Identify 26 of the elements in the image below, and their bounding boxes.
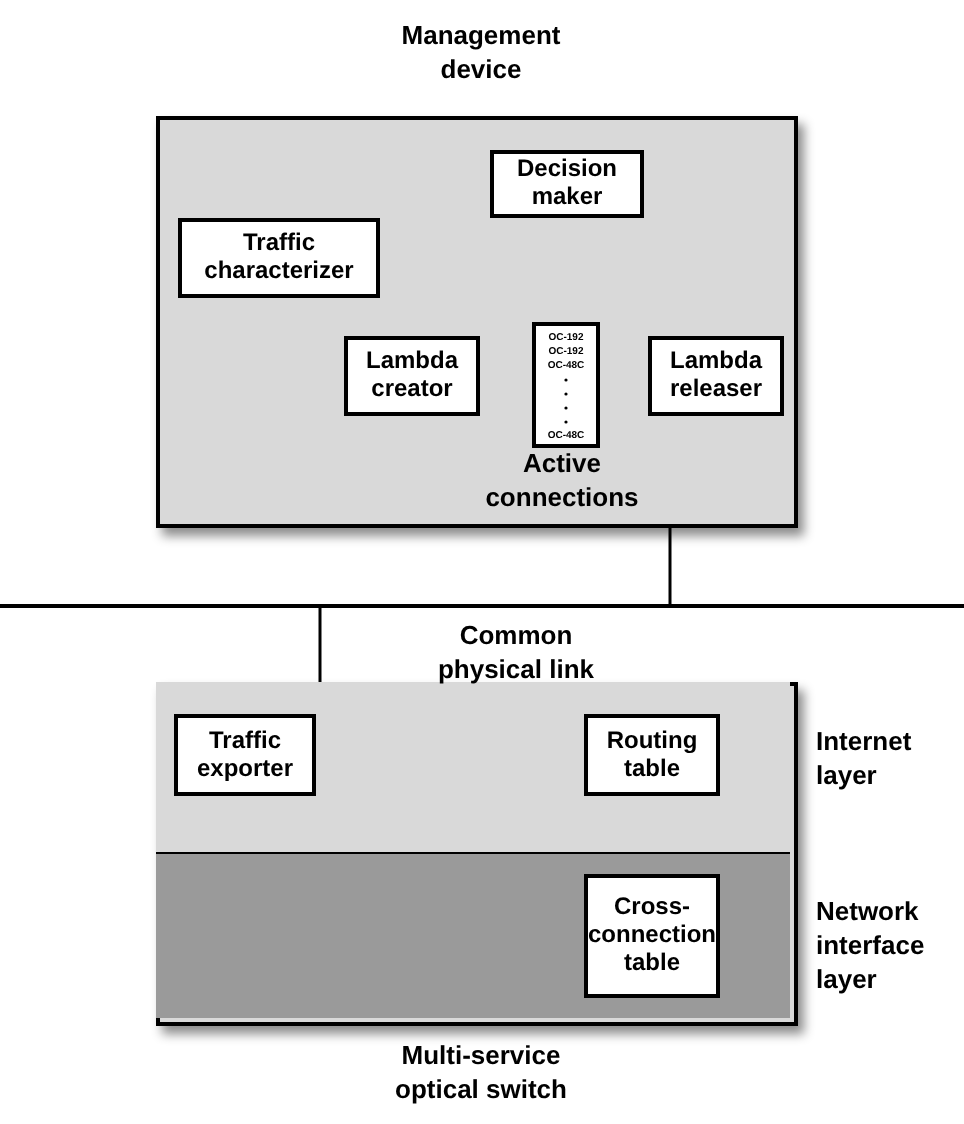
component-box — [584, 874, 720, 998]
component-box — [344, 336, 480, 416]
box-label: Decision maker — [514, 156, 619, 212]
component-box — [648, 336, 784, 416]
component-box — [174, 714, 316, 796]
side-label: Network interface layer — [816, 896, 927, 998]
physical-link-line — [0, 604, 964, 608]
component-box — [178, 218, 380, 298]
box-label: Traffic exporter — [194, 727, 296, 783]
side-label: Internet layer — [816, 726, 914, 794]
link-line — [318, 608, 322, 682]
connection-list-box — [532, 322, 600, 448]
side-label: Active connections — [483, 448, 641, 516]
box-label: Routing table — [604, 727, 700, 783]
layer-band — [156, 682, 790, 852]
component-box — [490, 150, 644, 218]
side-label: Common physical link — [435, 620, 597, 688]
layer-band — [156, 852, 790, 1018]
link-line — [668, 528, 672, 604]
box-label: Cross-connection table — [586, 894, 719, 978]
device-caption: Multi-service optical switch — [393, 1040, 569, 1108]
box-label: Lambda releaser — [667, 348, 765, 404]
device-title: Management device — [399, 20, 563, 88]
box-label: Traffic characterizer — [202, 230, 356, 286]
box-label: Lambda creator — [363, 348, 461, 404]
component-box — [584, 714, 720, 796]
